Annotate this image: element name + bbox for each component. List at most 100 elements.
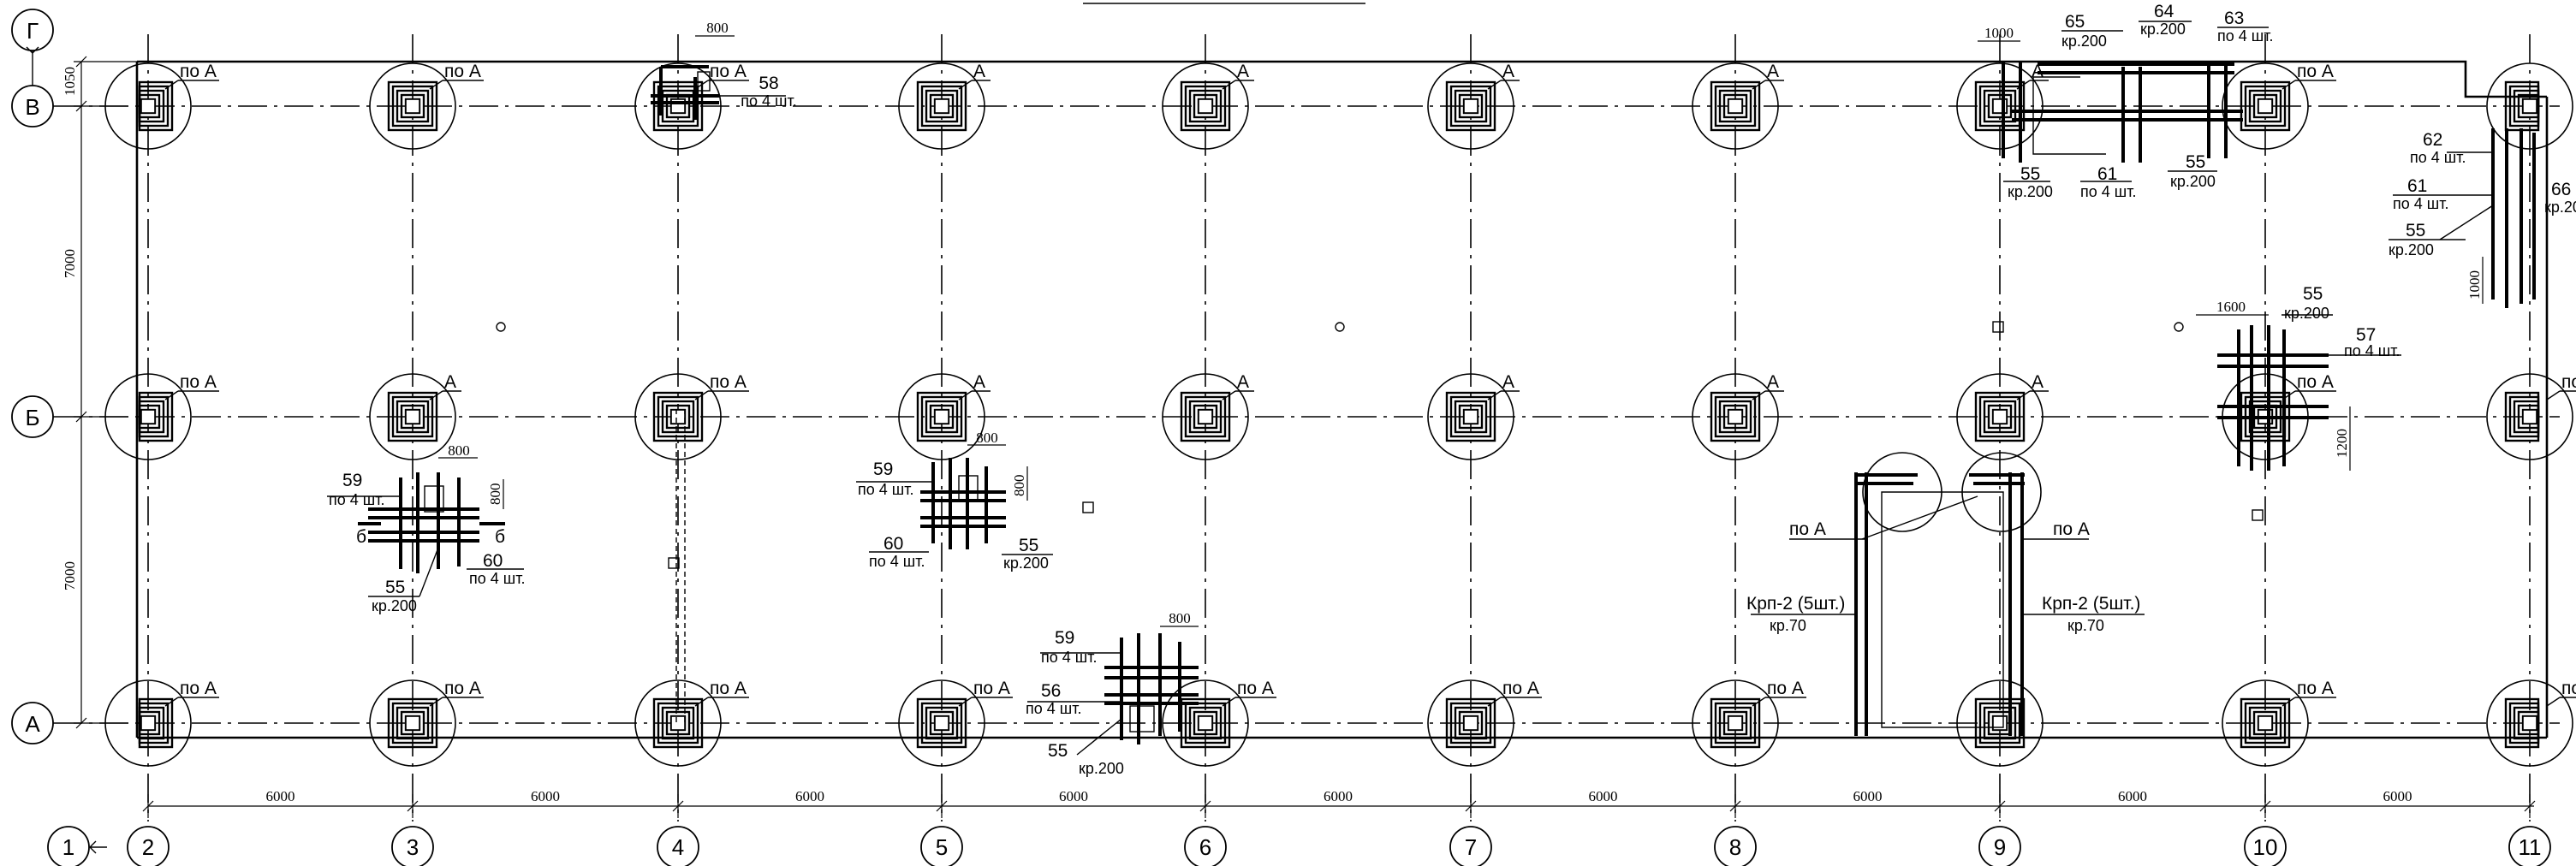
axis-bubble-label: 3: [407, 834, 419, 860]
column-ring: [1162, 62, 1249, 150]
axis-bubble-label: 11: [2519, 834, 2542, 860]
axis-bubble-6: [1184, 826, 1227, 866]
callout-62-qty: по 4 шт.: [2410, 149, 2466, 166]
callout-64-mark: 64: [2154, 2, 2174, 21]
rebar-detail-b5: 800 800 59 по 4 шт. 60 по 4 шт. 55 кр.20…: [856, 430, 1094, 572]
opening-label-left: Крп-2 (5шт.): [1746, 594, 1845, 614]
callout-59-qty-a: по 4 шт.: [329, 491, 384, 508]
axis-bubble-label: 6: [1199, 834, 1211, 860]
axis-bubble-4: [657, 826, 699, 866]
column-ring: [369, 679, 456, 767]
callout-59-mark-a: 59: [342, 471, 362, 490]
axis-bubble-3: [391, 826, 434, 866]
column-ring: [898, 62, 985, 150]
column-label: А: [1767, 372, 1779, 392]
axis-bubble-7: [1449, 826, 1492, 866]
axis-bubble-g: Г: [27, 18, 39, 44]
axis-bubbles-lettered: Г В Б А: [11, 9, 54, 744]
column-ring: [1956, 373, 2044, 460]
column-ring: [2486, 679, 2573, 767]
column-label: по А: [2297, 679, 2334, 698]
column-head: А: [1427, 372, 1520, 460]
rebar-detail-b10: 1600 1200 55 кр.200 57 по 4 шт.: [2196, 284, 2401, 521]
callout-58-mark: 58: [759, 74, 778, 93]
callout-55-mark-e: 55: [2186, 152, 2205, 172]
marker-circle-1: [496, 322, 506, 332]
column-ring: [1956, 679, 2044, 767]
dim-span-6000: 6000: [531, 788, 560, 804]
column-ring: [1427, 679, 1514, 767]
rebar-detail-b9-10: 1000 65 кр.200 64 кр.200 63 по 4 шт. 55 …: [1978, 2, 2273, 200]
col-label-opening-right: по А: [2053, 519, 2090, 539]
callout-59-mark-c: 59: [1055, 628, 1074, 648]
callout-59-mark-b: 59: [873, 460, 893, 479]
callout-59-qty-b: по 4 шт.: [858, 481, 913, 498]
callout-60-qty-a: по 4 шт.: [469, 570, 525, 587]
small-opening-2: [1992, 321, 2004, 333]
opening-label-right: Крп-2 (5шт.): [2042, 594, 2140, 614]
callout-55-mark-c: 55: [1048, 741, 1068, 761]
dim-1000-top: 1000: [1984, 25, 2014, 41]
callout-60-mark-b: 60: [883, 534, 903, 554]
callout-63-mark: 63: [2224, 9, 2244, 28]
callout-65-mark: 65: [2065, 12, 2085, 32]
column-head: А: [1162, 372, 1254, 460]
callout-58-qty: по 4 шт.: [741, 92, 796, 110]
side-dimension-chain: 1050 7000 7000: [62, 56, 137, 729]
dim-800-b4: 800: [706, 20, 729, 36]
axis-bubble-label: 5: [936, 834, 948, 860]
dim-span-6000: 6000: [1589, 788, 1618, 804]
column-head: А: [1162, 62, 1254, 150]
marker-circle-3: [2174, 322, 2184, 332]
axis-bubble-label: 1: [62, 834, 74, 860]
column-label: по А: [710, 62, 747, 81]
callout-55-qty-e: кр.200: [2170, 173, 2216, 190]
column-label: А: [2032, 372, 2044, 392]
axis-bubble-1: [47, 826, 90, 866]
axis-bubble-label: 9: [1994, 834, 2006, 860]
column-head: по А: [2222, 679, 2336, 767]
column-ring: [634, 373, 722, 460]
dim-span-6000: 6000: [266, 788, 295, 804]
dim-800-b5a: 800: [976, 430, 998, 446]
callout-55-mark-b: 55: [1019, 536, 1038, 555]
column-label: А: [1502, 372, 1514, 392]
rebar-detail-a6: 800 59 по 4 шт. 56 по 4 шт. 55 кр.200: [1026, 610, 1199, 777]
callout-59-qty-c: по 4 шт.: [1041, 649, 1097, 666]
column-head: по А: [2486, 372, 2576, 460]
column-label: А: [973, 372, 985, 392]
axis-bubble-8: [1714, 826, 1757, 866]
marker-circle-2: [1335, 322, 1345, 332]
column-label: по А: [444, 679, 481, 698]
column-ring: [1956, 62, 2044, 150]
column-head: по А: [369, 679, 484, 767]
opening-spacing-left: кр.70: [1770, 617, 1806, 634]
column-head: А: [898, 372, 991, 460]
column-ring: [898, 679, 985, 767]
column-head: по А: [104, 372, 219, 460]
column-head: по А: [634, 679, 749, 767]
column-label: по А: [2297, 372, 2334, 392]
dim-span-6000: 6000: [1059, 788, 1088, 804]
axis-bubble-11: [2508, 826, 2551, 866]
callout-55-qty-f: кр.200: [2284, 305, 2329, 322]
column-label: по А: [1767, 679, 1804, 698]
callout-61-mark: 61: [2097, 164, 2117, 184]
dim-span-6000: 6000: [1324, 788, 1353, 804]
column-head: по А: [1427, 679, 1542, 767]
dim-span-6000: 6000: [2118, 788, 2147, 804]
callout-60-mark-a: 60: [483, 551, 503, 571]
column-ring: [634, 62, 722, 150]
column-ring: [369, 62, 456, 150]
callout-55-qty-d: кр.200: [2008, 183, 2053, 200]
callout-55-mark-g: 55: [2406, 221, 2425, 240]
column-head: по А: [369, 62, 484, 150]
callout-61-qty: по 4 шт.: [2080, 183, 2136, 200]
column-label: по А: [973, 679, 1010, 698]
small-opening-1: [668, 557, 680, 569]
callout-55-qty-a: кр.200: [372, 597, 417, 614]
column-ring: [1162, 373, 1249, 460]
opening-frame: Крп-2 (5шт.) кр.70 Крп-2 (5шт.) кр.70 по…: [1746, 452, 2145, 736]
column-head: по А: [634, 372, 749, 460]
